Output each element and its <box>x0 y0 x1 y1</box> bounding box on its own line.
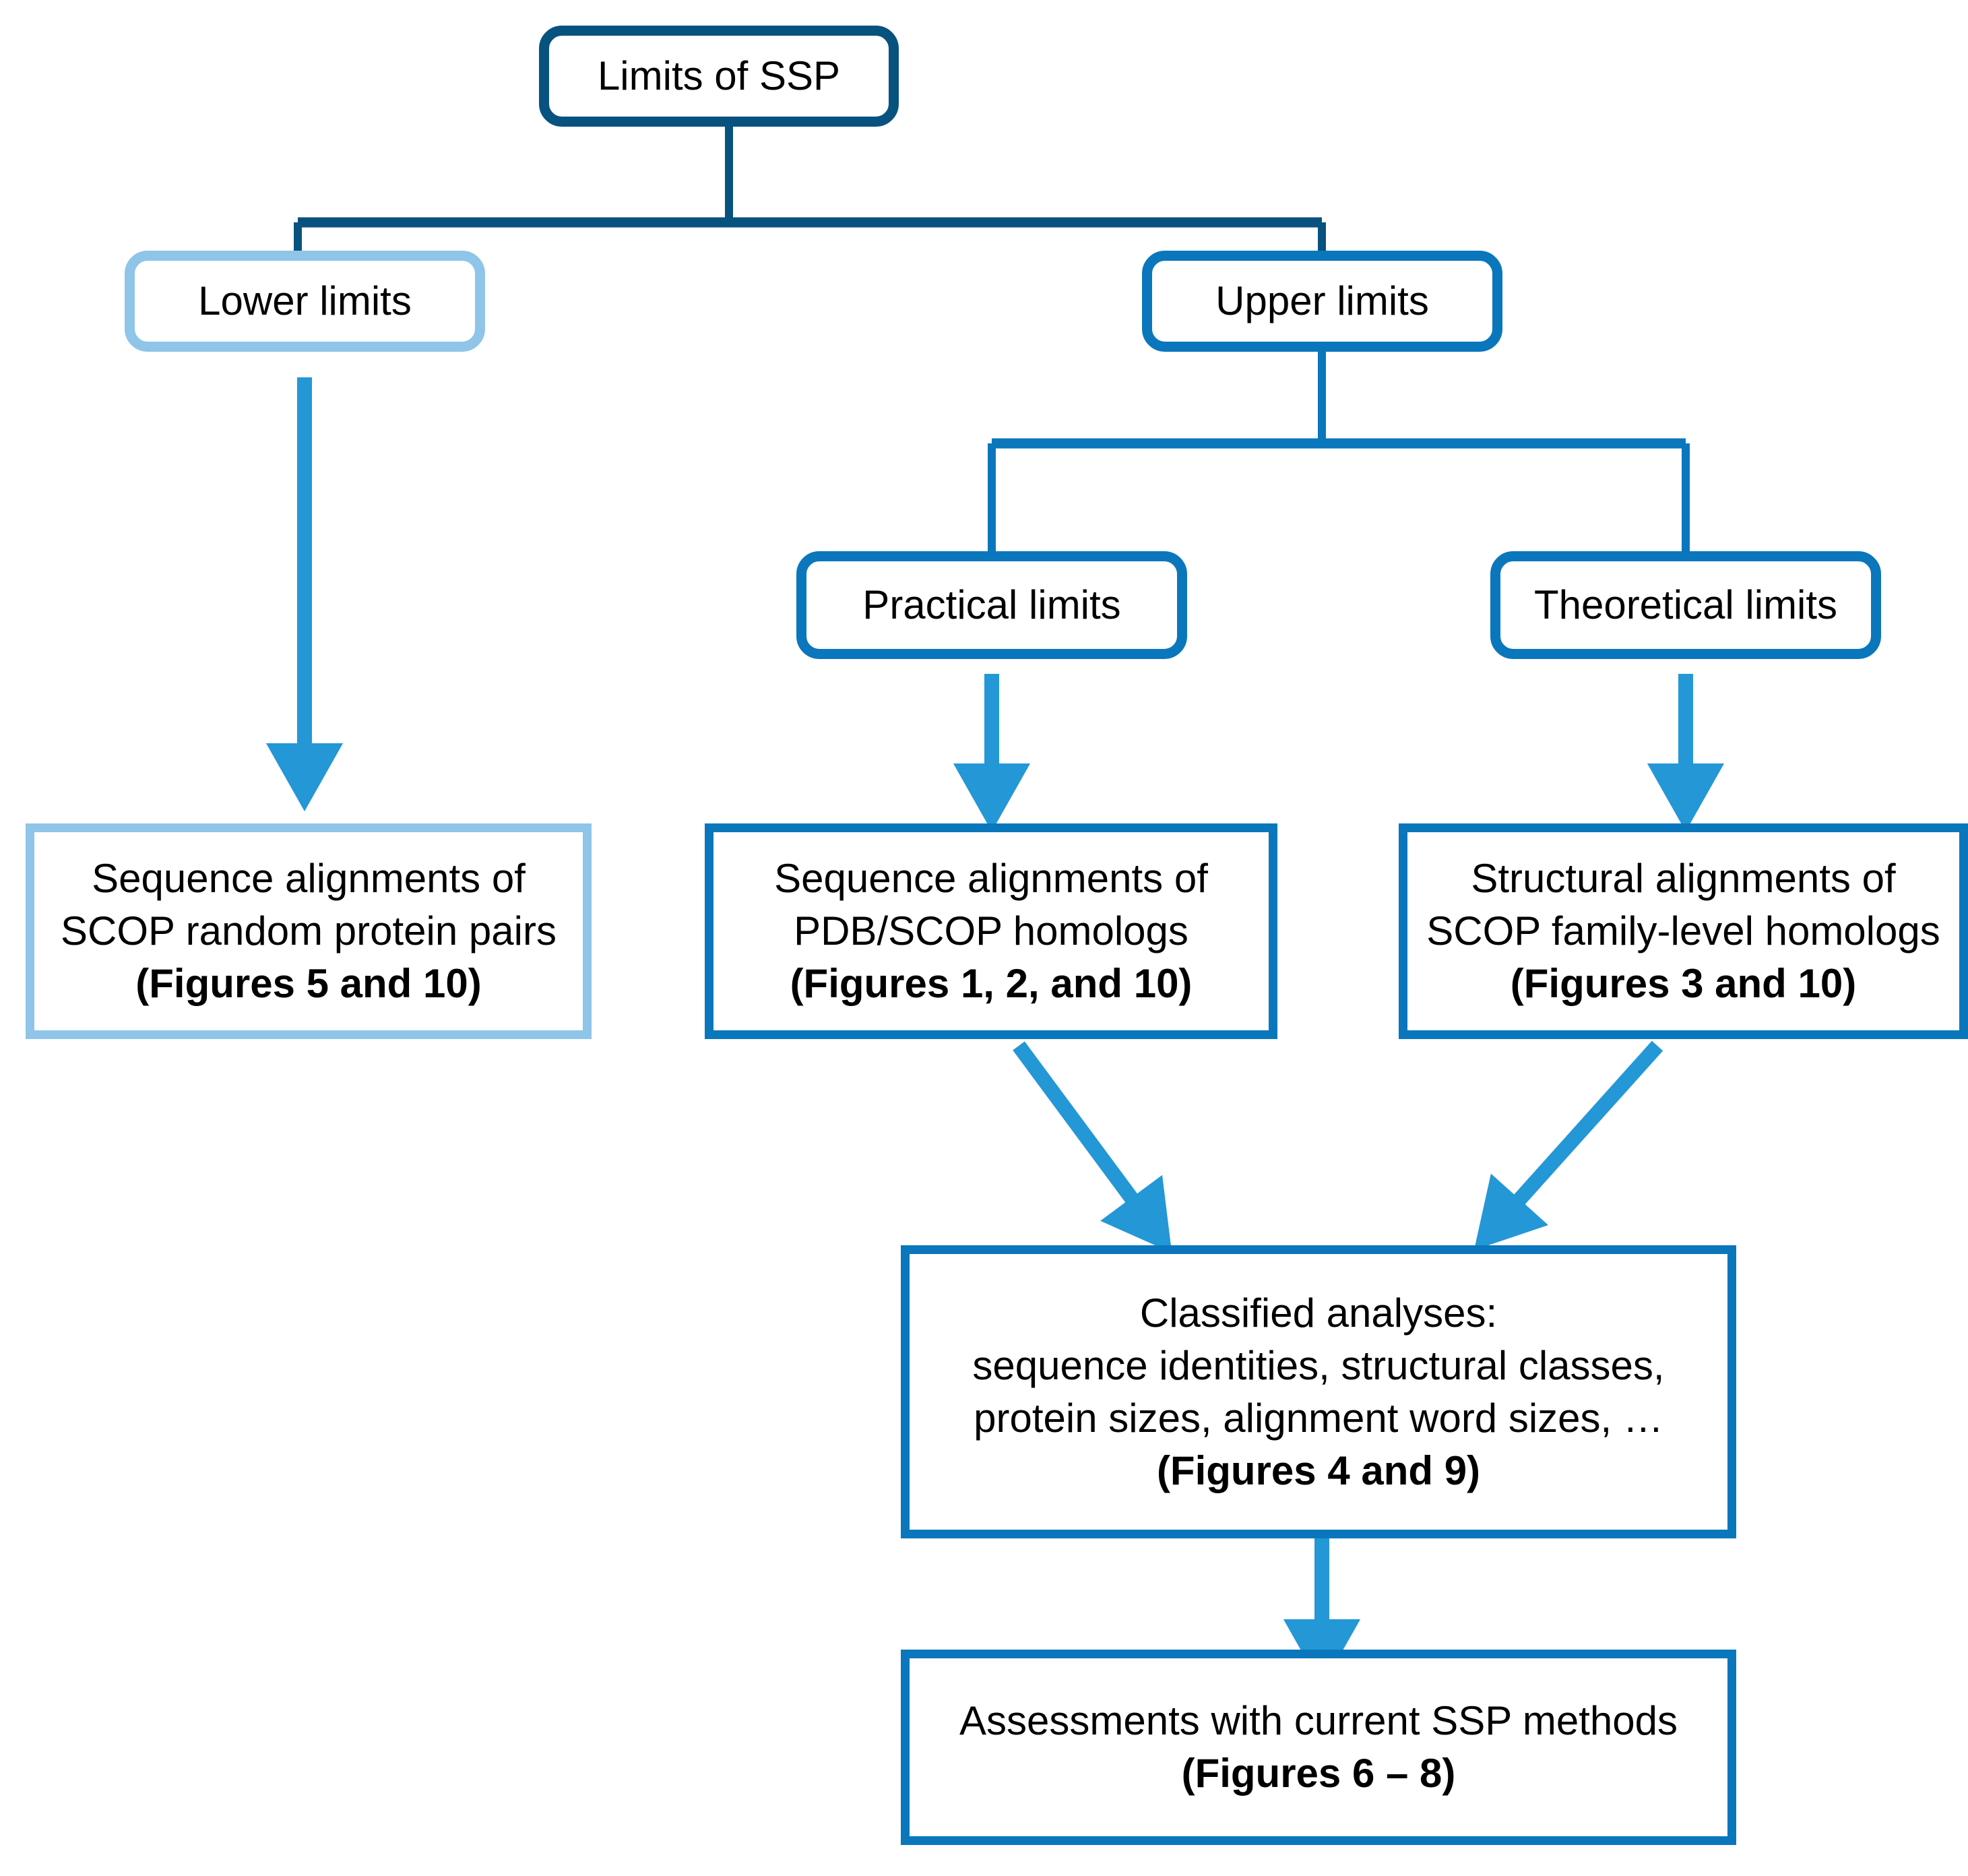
node-scop-family-level-homologs-line1: Structural alignments of <box>1471 856 1896 901</box>
node-scop-family-level-homologs[interactable]: Structural alignments of SCOP family-lev… <box>1399 823 1968 1039</box>
node-upper-limits[interactable]: Upper limits <box>1142 251 1502 352</box>
node-upper-limits-label: Upper limits <box>1215 278 1429 323</box>
connector-root-split <box>294 124 1326 255</box>
node-scop-random-protein-pairs-line1: Sequence alignments of <box>92 856 526 901</box>
connector-upper-split <box>988 350 1690 555</box>
node-scop-random-protein-pairs[interactable]: Sequence alignments of SCOP random prote… <box>26 823 592 1039</box>
node-practical-limits[interactable]: Practical limits <box>796 551 1187 659</box>
node-theoretical-limits[interactable]: Theoretical limits <box>1490 551 1881 659</box>
node-classified-analyses-line2: sequence identities, structural classes, <box>972 1342 1665 1388</box>
node-practical-limits-label: Practical limits <box>862 582 1121 627</box>
node-lower-limits-label: Lower limits <box>198 278 412 323</box>
node-theoretical-limits-label: Theoretical limits <box>1533 582 1838 627</box>
node-limits-of-ssp[interactable]: Limits of SSP <box>539 26 899 127</box>
node-assessments-figures: (Figures 6 – 8) <box>1181 1751 1456 1796</box>
node-scop-random-protein-pairs-line2: SCOP random protein pairs <box>61 908 557 953</box>
node-lower-limits[interactable]: Lower limits <box>125 251 485 352</box>
node-assessments-with-current-ssp-methods[interactable]: Assessments with current SSP methods (Fi… <box>901 1650 1736 1845</box>
node-classified-analyses-line1: Classified analyses: <box>1139 1290 1498 1336</box>
node-classified-analyses[interactable]: Classified analyses: sequence identities… <box>901 1245 1736 1538</box>
node-scop-family-level-homologs-figures: (Figures 3 and 10) <box>1510 961 1857 1006</box>
node-classified-analyses-line3: protein sizes, alignment word sizes, … <box>974 1395 1663 1441</box>
node-scop-family-level-homologs-line2: SCOP family-level homologs <box>1426 908 1940 953</box>
node-assessments-line1: Assessments with current SSP methods <box>959 1698 1678 1743</box>
node-pdb-scop-homologs-line1: Sequence alignments of <box>774 856 1208 901</box>
node-pdb-scop-homologs-figures: (Figures 1, 2, and 10) <box>790 961 1193 1006</box>
arrow-pdbscop-to-classified <box>1013 1041 1172 1253</box>
node-pdb-scop-homologs-line2: PDB/SCOP homologs <box>794 908 1188 953</box>
node-pdb-scop-homologs[interactable]: Sequence alignments of PDB/SCOP homologs… <box>705 823 1277 1039</box>
arrow-family-to-classified <box>1473 1040 1663 1251</box>
node-scop-random-protein-pairs-figures: (Figures 5 and 10) <box>135 961 482 1006</box>
node-limits-of-ssp-label: Limits of SSP <box>597 53 841 98</box>
node-classified-analyses-figures: (Figures 4 and 9) <box>1156 1447 1481 1493</box>
